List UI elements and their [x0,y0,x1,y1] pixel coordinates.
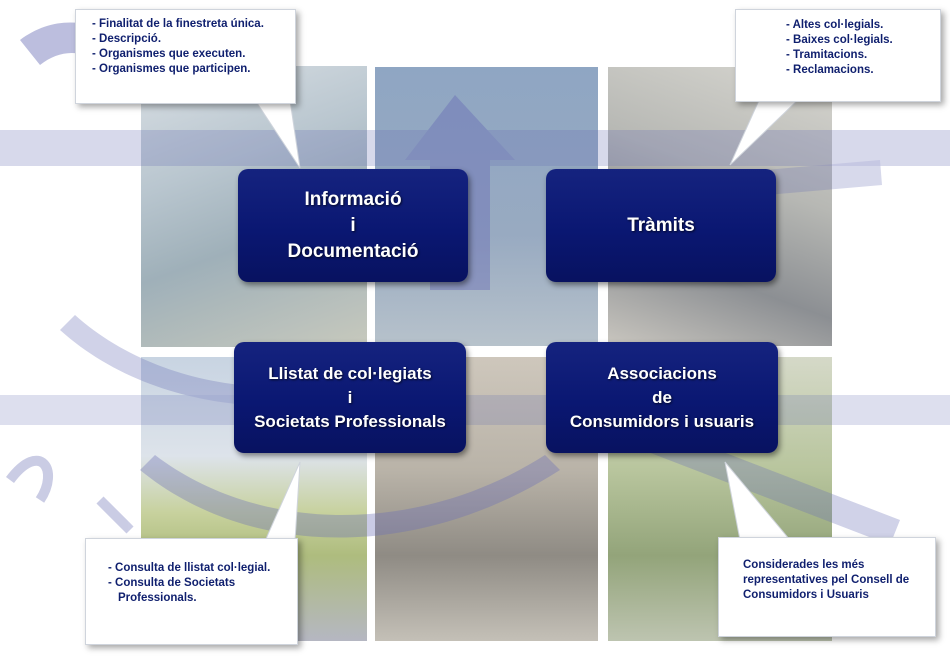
tramits-button[interactable]: Tràmits [546,169,776,282]
callout-item: - Organismes que participen. [92,63,251,75]
button-label-line: Llistat de col·legiats [268,363,432,383]
button-label-line: i [350,214,356,236]
callout-item: - Descripció. [92,33,162,45]
tramits-callout: - Altes col·legials. - Baixes col·legial… [735,9,941,102]
button-label-line: Informació [304,188,402,210]
button-label-line: Tràmits [627,214,695,236]
callout-link-llistat[interactable]: - Consulta de llistat col·legial. [108,562,271,574]
info-callout: - Finalitat de la finestreta única. - De… [75,9,296,104]
callout-text: Consumidors i Usuaris [743,589,869,601]
callout-text: Considerades les més [743,559,865,571]
associacions-consumidors-button[interactable]: Associacions de Consumidors i usuaris [546,342,778,453]
callout-link-societats-cont[interactable]: Professionals. [118,592,197,604]
callout-item: - Organismes que executen. [92,48,246,60]
callout-link-reclamacions[interactable]: - Reclamacions. [786,64,874,76]
button-label-line: i [347,387,353,407]
callout-text: representatives pel Consell de [743,574,910,586]
button-label-line: Consumidors i usuaris [569,411,755,431]
informacio-documentacio-button[interactable]: Informació i Documentació [238,169,468,282]
llistat-callout: - Consulta de llistat col·legial. - Cons… [85,538,298,645]
button-label-line: Societats Professionals [254,411,446,431]
callout-link-baixes[interactable]: - Baixes col·legials. [786,34,893,46]
button-label-line: Documentació [287,240,419,262]
callout-item: - Finalitat de la finestreta única. [92,18,264,30]
button-label-line: Associacions [607,363,717,383]
callout-link-societats[interactable]: - Consulta de Societats [108,577,236,589]
button-label-line: de [652,387,672,407]
associacions-callout: Considerades les més representatives pel… [718,537,936,637]
callout-link-altes[interactable]: - Altes col·legials. [786,19,884,31]
llistat-colegiats-button[interactable]: Llistat de col·legiats i Societats Profe… [234,342,466,453]
callout-link-tramitacions[interactable]: - Tramitacions. [786,49,868,61]
